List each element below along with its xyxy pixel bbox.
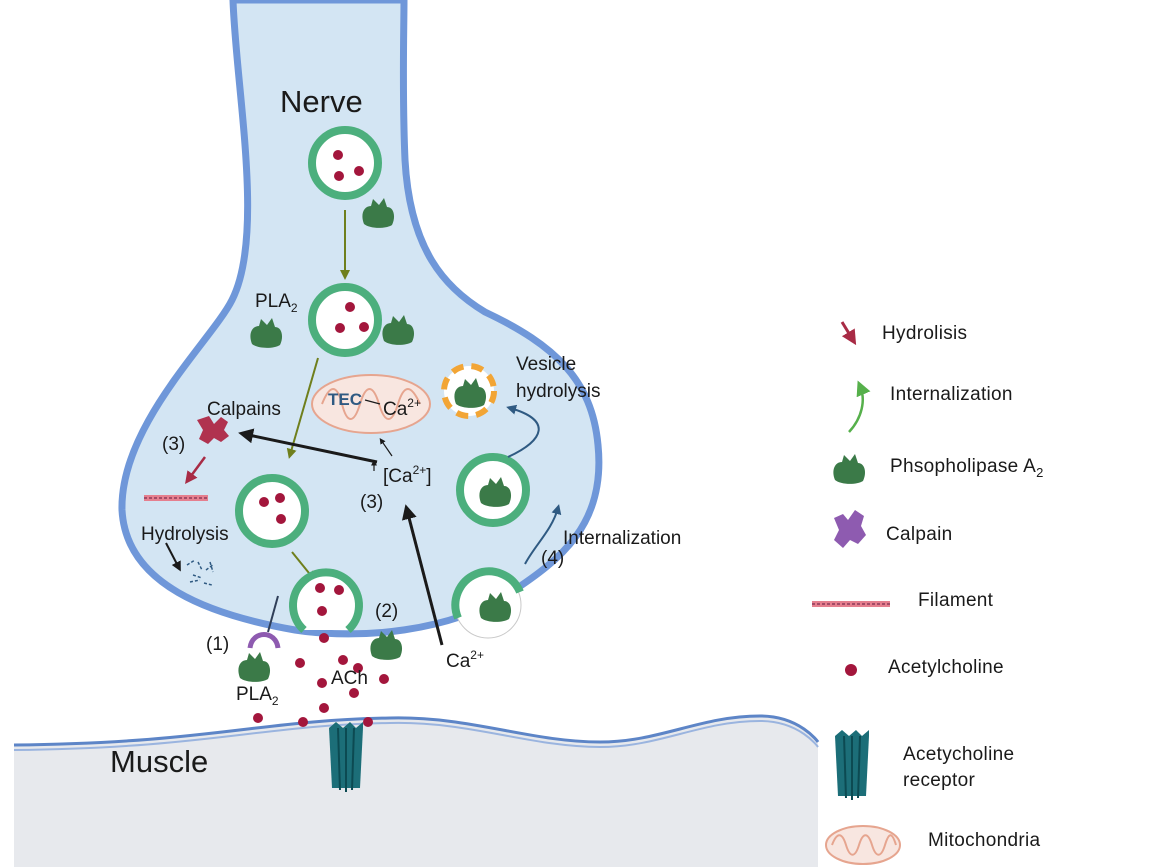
legend-label: Mitochondria: [928, 830, 1041, 851]
step1-label: (1): [206, 634, 229, 655]
released-ach: [253, 633, 389, 727]
legend-label: Acetylcholine: [888, 657, 1004, 678]
legend-label: Phsopholipase A2: [890, 456, 1044, 480]
vesicle-internalized: [456, 453, 530, 527]
pla2-label-top: PLA2: [255, 291, 298, 315]
legend-item-receptor: Acetycholine receptor: [834, 729, 1014, 801]
vesicle-hydrolyzed: [441, 363, 497, 419]
hydrolysis-arrow-icon: [840, 321, 857, 346]
vesicle-top: [308, 126, 382, 200]
calpain-icon: [834, 510, 866, 548]
vesicle-second: [308, 283, 382, 357]
legend-item-calpain: Calpain: [834, 510, 953, 548]
step3-center-label: (3): [360, 492, 383, 513]
pla2-label-bottom: PLA2: [236, 684, 279, 708]
receptor-icon: [834, 729, 870, 801]
step3-left-label: (3): [162, 434, 185, 455]
tec-label: TEC: [328, 390, 362, 409]
muscle-region: [13, 714, 820, 867]
mitochondria: [311, 374, 431, 434]
nerve-label: Nerve: [280, 84, 363, 119]
legend-item-internalization: Internalization: [848, 380, 1013, 433]
legend-label: Hydrolisis: [882, 323, 967, 344]
phospholipase-icon: [833, 454, 866, 484]
ca-mito-label: Ca2+: [383, 396, 421, 420]
legend: Hydrolisis Internalization Phsopholipase…: [812, 321, 1043, 865]
muscle-label: Muscle: [110, 744, 208, 779]
legend-label-2: receptor: [903, 770, 975, 791]
step4-label: (4): [541, 548, 564, 569]
step2-label: (2): [375, 601, 398, 622]
legend-item-filament: Filament: [812, 590, 994, 611]
ach-receptor: [328, 721, 364, 793]
ach-label: ACh: [331, 668, 368, 689]
vesicle-internalizing: [451, 567, 524, 639]
ca-outside-label: Ca2+: [446, 648, 484, 672]
vesicle-fusing: [289, 568, 363, 633]
calpains-label: Calpains: [207, 399, 281, 420]
legend-item-acetylcholine: Acetylcholine: [845, 657, 1004, 678]
legend-label: Acetycholine: [903, 744, 1014, 765]
legend-item-hydrolysis: Hydrolisis: [840, 321, 967, 346]
filament-fragments: [186, 559, 215, 586]
internalization-arrow-icon: [848, 380, 871, 433]
internalization-label: Internalization: [563, 528, 681, 549]
legend-label: Filament: [918, 590, 994, 611]
mitochondria-icon: [825, 825, 901, 865]
vesicle-third: [235, 474, 309, 548]
ca-conc-label: [Ca2+]: [383, 463, 432, 487]
filament-icon: [812, 601, 890, 607]
pla2-icon: [238, 652, 271, 682]
filament: [144, 495, 208, 501]
legend-item-phospholipase: Phsopholipase A2: [833, 454, 1043, 484]
legend-item-mitochondria: Mitochondria: [825, 825, 1041, 865]
legend-label: Internalization: [890, 384, 1013, 405]
receptor-binding: [247, 632, 281, 649]
acetylcholine-icon: [845, 664, 857, 676]
legend-label: Calpain: [886, 524, 953, 545]
hydrolysis-label: Hydrolysis: [141, 524, 229, 545]
vesicle-hydrolysis-label-1: Vesicle: [516, 354, 576, 375]
vesicle-hydrolysis-label-2: hydrolysis: [516, 381, 600, 402]
